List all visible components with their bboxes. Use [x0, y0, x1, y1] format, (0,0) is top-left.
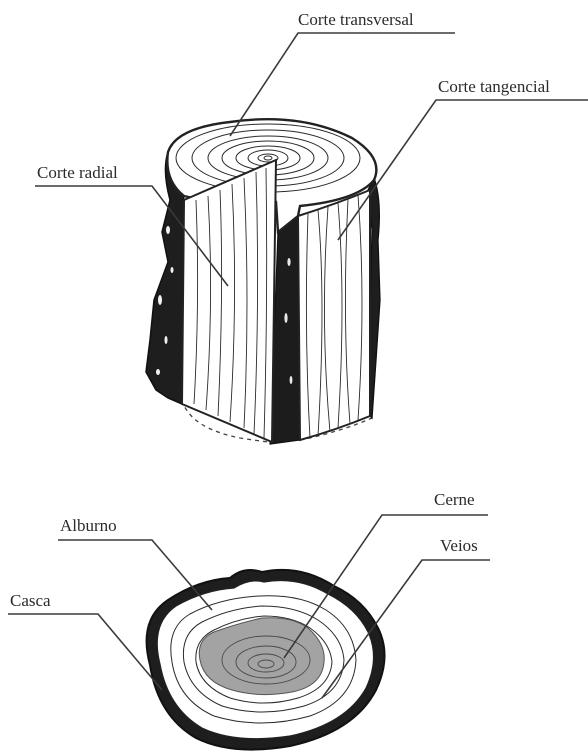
log-illustration [146, 119, 380, 444]
label-alburno-text: Alburno [60, 516, 117, 535]
label-cerne-text: Cerne [434, 490, 475, 509]
label-corte-transversal-text: Corte transversal [298, 10, 414, 29]
label-veios-text: Veios [440, 536, 478, 555]
label-corte-tangencial-text: Corte tangencial [438, 77, 550, 96]
label-casca-text: Casca [10, 591, 51, 610]
label-corte-transversal: Corte transversal [230, 10, 455, 136]
label-casca: Casca [8, 591, 162, 690]
leader-casca [8, 614, 162, 690]
label-corte-radial-text: Corte radial [37, 163, 118, 182]
